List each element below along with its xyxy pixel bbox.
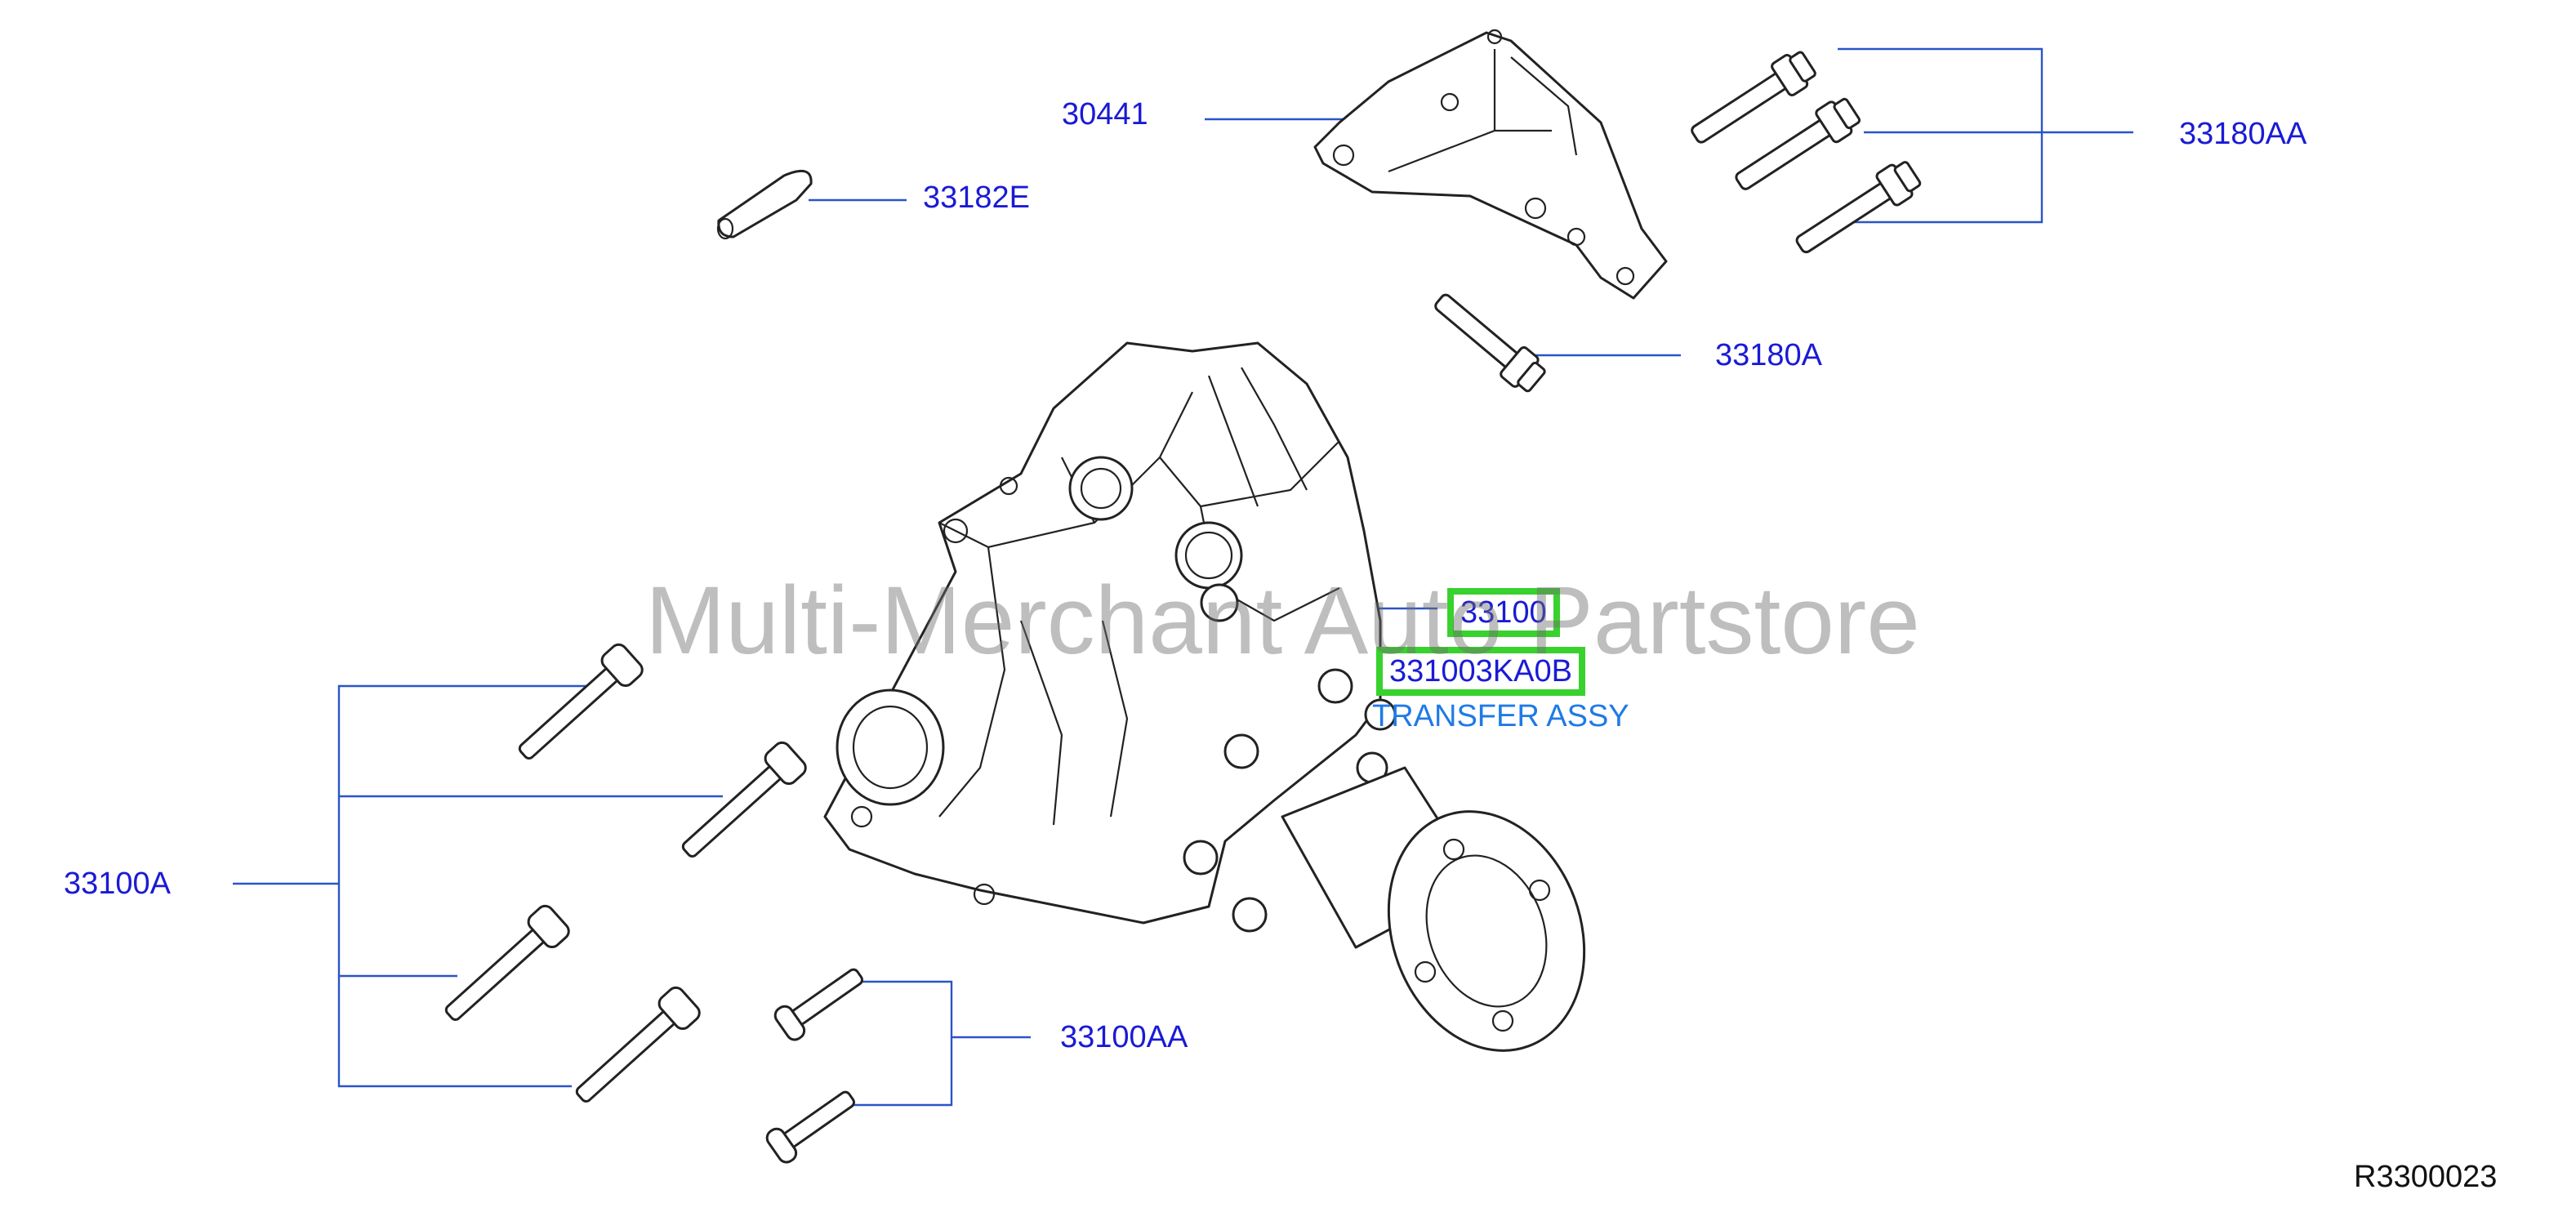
- bolts-33180AA: [1691, 51, 1922, 254]
- transfer-assy-description: TRANSFER ASSY: [1372, 699, 1629, 733]
- transfer-case-housing: [823, 341, 1586, 1052]
- bolts-33100A: [444, 643, 807, 1103]
- label-33182E[interactable]: 33182E: [923, 180, 1031, 215]
- label-30441[interactable]: 30441: [1062, 97, 1148, 131]
- label-33180A[interactable]: 33180A: [1715, 338, 1823, 372]
- label-33100A[interactable]: 33100A: [64, 867, 172, 901]
- pin-33182E: [716, 169, 813, 240]
- label-331003KA0B-selected[interactable]: 331003KA0B: [1376, 647, 1585, 696]
- label-33100-selected[interactable]: 33100: [1447, 588, 1560, 637]
- bracket-30441: [1313, 29, 1668, 300]
- diagram-code: R3300023: [2354, 1160, 2498, 1194]
- bolts-33100AA: [765, 968, 863, 1164]
- label-33100AA[interactable]: 33100AA: [1060, 1020, 1188, 1054]
- label-33180AA[interactable]: 33180AA: [2179, 117, 2307, 151]
- bolt-33180A: [1434, 293, 1546, 393]
